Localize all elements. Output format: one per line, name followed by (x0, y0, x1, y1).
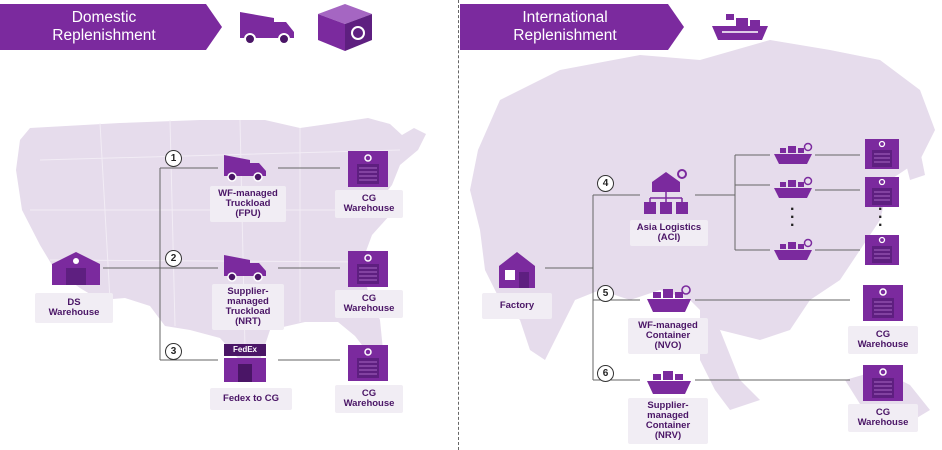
route-number-6: 6 (597, 365, 614, 382)
route-number-1: 1 (165, 150, 182, 167)
banner-shape-domestic (0, 4, 222, 50)
route-3-method-line1: Fedex to CG (223, 393, 279, 404)
route-number-5: 5 (597, 285, 614, 302)
route-2-dest-line1: CG (361, 293, 377, 304)
cargo-ship-icon (712, 14, 768, 40)
international-title-line2: Replenishment (513, 27, 617, 44)
route-6-method-label: Supplier- managed Container (NRV) (628, 398, 708, 444)
route-3-dest-line2: Warehouse (343, 398, 395, 409)
route-2-method-line4: (NRT) (235, 316, 261, 327)
factory-label-line1: Factory (499, 300, 535, 311)
section-divider (458, 0, 459, 450)
route-2-method-line2: managed (227, 296, 269, 307)
domestic-title-line1: Domestic (71, 9, 137, 26)
ds-warehouse-label: DS Warehouse (35, 293, 113, 323)
route-4-method-label: Asia Logistics (ACI) (630, 220, 708, 246)
truck-icon (224, 255, 266, 282)
cg-warehouse-icon (863, 285, 903, 321)
route-4-method-line2: (ACI) (657, 232, 681, 243)
route-6-method-line4: (NRV) (654, 430, 682, 441)
container-ship-icon (647, 371, 691, 394)
container-ship-icon (774, 142, 813, 164)
route-5-method-line2: Container (645, 330, 691, 341)
route-5-method-label: WF-managed Container (NVO) (628, 318, 708, 354)
fedex-store-icon: FedEx (224, 344, 266, 382)
package-box-icon (318, 4, 372, 51)
fedex-sign: FedEx (224, 344, 266, 356)
route-1-dest-line2: Warehouse (343, 203, 395, 214)
ds-warehouse-label-line2: Warehouse (48, 307, 100, 318)
cg-warehouse-icon (863, 365, 903, 401)
banner-shape-international (460, 4, 684, 50)
route-5-dest-label: CG Warehouse (848, 326, 918, 354)
route-6-method-line2: managed (647, 410, 689, 421)
container-ship-icon (774, 238, 813, 260)
route-number-4: 4 (597, 175, 614, 192)
vertical-ellipsis-icon: ··· (878, 201, 884, 234)
route-1-method-line2: Truckload (225, 198, 271, 209)
factory-label: Factory (482, 293, 552, 319)
route-5-dest-line1: CG (875, 329, 891, 340)
route-1-method-label: WF-managed Truckload (FPU) (210, 186, 286, 222)
vertical-ellipsis-icon: ··· (790, 201, 796, 234)
route-5-method-line1: WF-managed (638, 320, 698, 331)
route-2-method-label: Supplier- managed Truckload (NRT) (212, 284, 284, 330)
truck-icon (240, 12, 294, 45)
route-2-method-line3: Truckload (225, 306, 271, 317)
cg-warehouse-icon (348, 151, 388, 187)
route-1-dest-label: CG Warehouse (335, 190, 403, 218)
route-5-dest-line2: Warehouse (857, 339, 909, 350)
route-2-method-line1: Supplier- (227, 286, 269, 297)
international-title-line1: International (522, 9, 608, 26)
ds-warehouse-icon (52, 252, 100, 285)
route-number-2: 2 (165, 250, 182, 267)
route-6-method-line3: Container (645, 420, 691, 431)
cg-warehouse-icon (865, 177, 899, 207)
route-1-method-line3: (FPU) (235, 208, 261, 219)
route-5-method-line3: (NVO) (654, 340, 682, 351)
truck-icon (224, 155, 266, 182)
route-1-dest-line1: CG (361, 193, 377, 204)
route-3-method-label: Fedex to CG (210, 388, 292, 410)
route-6-dest-line2: Warehouse (857, 417, 909, 428)
asia-logistics-hub-icon (644, 169, 688, 214)
ds-warehouse-label-line1: DS (67, 297, 81, 308)
route-6-method-line1: Supplier- (647, 400, 689, 411)
cg-warehouse-icon (865, 139, 899, 169)
cg-warehouse-icon (348, 345, 388, 381)
route-6-dest-line1: CG (875, 407, 891, 418)
route-2-dest-line2: Warehouse (343, 303, 395, 314)
route-3-dest-label: CG Warehouse (335, 385, 403, 413)
route-number-3: 3 (165, 343, 182, 360)
factory-icon (499, 252, 535, 288)
container-ship-icon (774, 176, 813, 198)
route-4-method-line1: Asia Logistics (636, 222, 702, 233)
cg-warehouse-icon (348, 251, 388, 287)
route-3-dest-line1: CG (361, 388, 377, 399)
cg-warehouse-icon (865, 235, 899, 265)
route-2-dest-label: CG Warehouse (335, 290, 403, 318)
domestic-title-line2: Replenishment (52, 27, 156, 44)
container-ship-icon (647, 285, 691, 312)
route-1-method-line1: WF-managed (218, 188, 278, 199)
route-6-dest-label: CG Warehouse (848, 404, 918, 432)
